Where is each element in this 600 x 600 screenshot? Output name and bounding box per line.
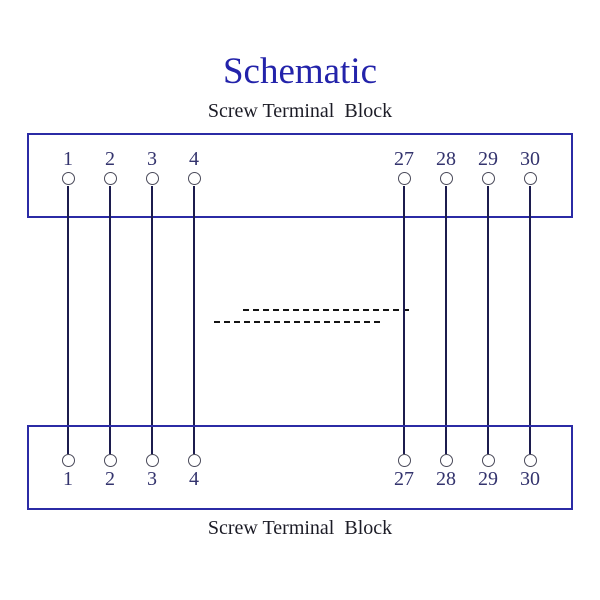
terminal-number: 3 bbox=[147, 148, 157, 170]
wire-terminal-1 bbox=[67, 186, 69, 454]
bottom-terminal-28: 28 bbox=[426, 454, 466, 490]
top-terminal-block: 1 2 3 4 27 28 29 30 bbox=[27, 133, 573, 311]
bottom-terminal-1: 1 bbox=[48, 454, 88, 490]
terminal-number: 30 bbox=[520, 468, 540, 490]
terminal-circle bbox=[61, 454, 75, 467]
terminal-number: 27 bbox=[394, 468, 414, 490]
bottom-block-label: Screw Terminal Block bbox=[207, 517, 393, 539]
bottom-terminal-block: 1 2 3 4 27 28 29 30 bbox=[27, 425, 573, 510]
wires-ellipsis-dashes bbox=[214, 321, 384, 323]
terminal-circle bbox=[103, 454, 117, 467]
terminal-circle bbox=[481, 172, 495, 185]
top-block-ellipsis-dashes bbox=[243, 309, 413, 311]
terminal-number: 2 bbox=[105, 148, 115, 170]
wire-terminal-4 bbox=[193, 186, 195, 454]
top-terminal-4: 4 bbox=[174, 148, 214, 185]
top-block-label: Screw Terminal Block bbox=[207, 100, 393, 122]
terminal-circle bbox=[397, 454, 411, 467]
top-terminal-27: 27 bbox=[384, 148, 424, 185]
terminal-circle bbox=[439, 172, 453, 185]
terminal-circle bbox=[523, 454, 537, 467]
top-terminal-30: 30 bbox=[510, 148, 550, 185]
top-terminal-1: 1 bbox=[48, 148, 88, 185]
bottom-terminal-3: 3 bbox=[132, 454, 172, 490]
terminal-circle bbox=[439, 454, 453, 467]
wire-terminal-2 bbox=[109, 186, 111, 454]
page-title: Schematic bbox=[222, 51, 378, 92]
terminal-circle bbox=[145, 454, 159, 467]
terminal-circle bbox=[481, 454, 495, 467]
top-terminal-29: 29 bbox=[468, 148, 508, 185]
terminal-circle bbox=[61, 172, 75, 185]
terminal-circle bbox=[187, 454, 201, 467]
wire-terminal-27 bbox=[403, 186, 405, 454]
terminal-number: 1 bbox=[63, 468, 73, 490]
terminal-number: 28 bbox=[436, 468, 456, 490]
terminal-number: 2 bbox=[105, 468, 115, 490]
wire-terminal-30 bbox=[529, 186, 531, 454]
bottom-terminal-29: 29 bbox=[468, 454, 508, 490]
terminal-circle bbox=[103, 172, 117, 185]
top-terminal-28: 28 bbox=[426, 148, 466, 185]
terminal-number: 30 bbox=[520, 148, 540, 170]
terminal-number: 4 bbox=[189, 468, 199, 490]
bottom-terminal-27: 27 bbox=[384, 454, 424, 490]
terminal-circle bbox=[187, 172, 201, 185]
top-terminal-3: 3 bbox=[132, 148, 172, 185]
bottom-terminal-30: 30 bbox=[510, 454, 550, 490]
bottom-terminal-4: 4 bbox=[174, 454, 214, 490]
wire-terminal-28 bbox=[445, 186, 447, 454]
wire-terminal-29 bbox=[487, 186, 489, 454]
terminal-circle bbox=[523, 172, 537, 185]
bottom-terminal-2: 2 bbox=[90, 454, 130, 490]
top-terminal-2: 2 bbox=[90, 148, 130, 185]
terminal-number: 1 bbox=[63, 148, 73, 170]
terminal-circle bbox=[145, 172, 159, 185]
terminal-circle bbox=[397, 172, 411, 185]
terminal-number: 29 bbox=[478, 148, 498, 170]
terminal-number: 28 bbox=[436, 148, 456, 170]
wire-terminal-3 bbox=[151, 186, 153, 454]
terminal-number: 29 bbox=[478, 468, 498, 490]
terminal-number: 4 bbox=[189, 148, 199, 170]
terminal-number: 27 bbox=[394, 148, 414, 170]
terminal-number: 3 bbox=[147, 468, 157, 490]
